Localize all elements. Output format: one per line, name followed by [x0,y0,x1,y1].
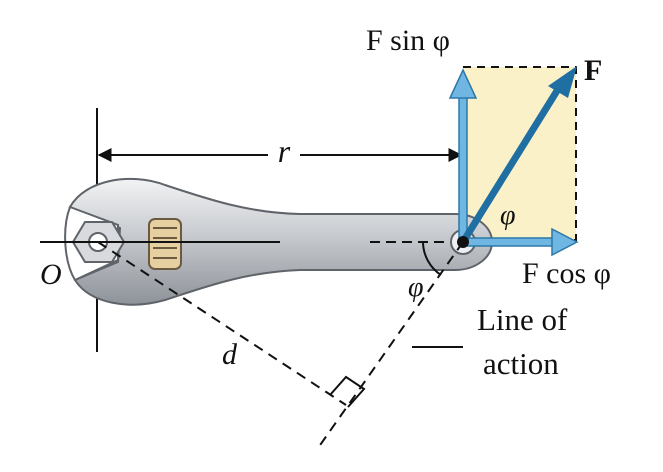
label-r: r [278,133,291,169]
label-o: O [40,258,62,291]
label-phi-top: φ [500,200,516,231]
wrench-adjusting-screw [148,218,182,270]
line-of-action [317,241,464,449]
label-d: d [222,338,238,371]
label-line-of-action-1: Line of [477,302,568,337]
label-f-cos-phi: F cos φ [522,257,611,290]
right-angle-marker [329,375,366,408]
label-f-vector: F [584,54,602,87]
wrench [64,178,494,306]
force-vector-arrow [460,66,577,244]
angle-arc-bottom [422,241,442,276]
moment-arm-d [97,241,347,406]
label-phi-bottom: φ [408,272,424,303]
label-f-sin-phi: F sin φ [366,24,450,57]
force-application-point [457,236,469,248]
label-line-of-action-2: action [483,346,559,381]
